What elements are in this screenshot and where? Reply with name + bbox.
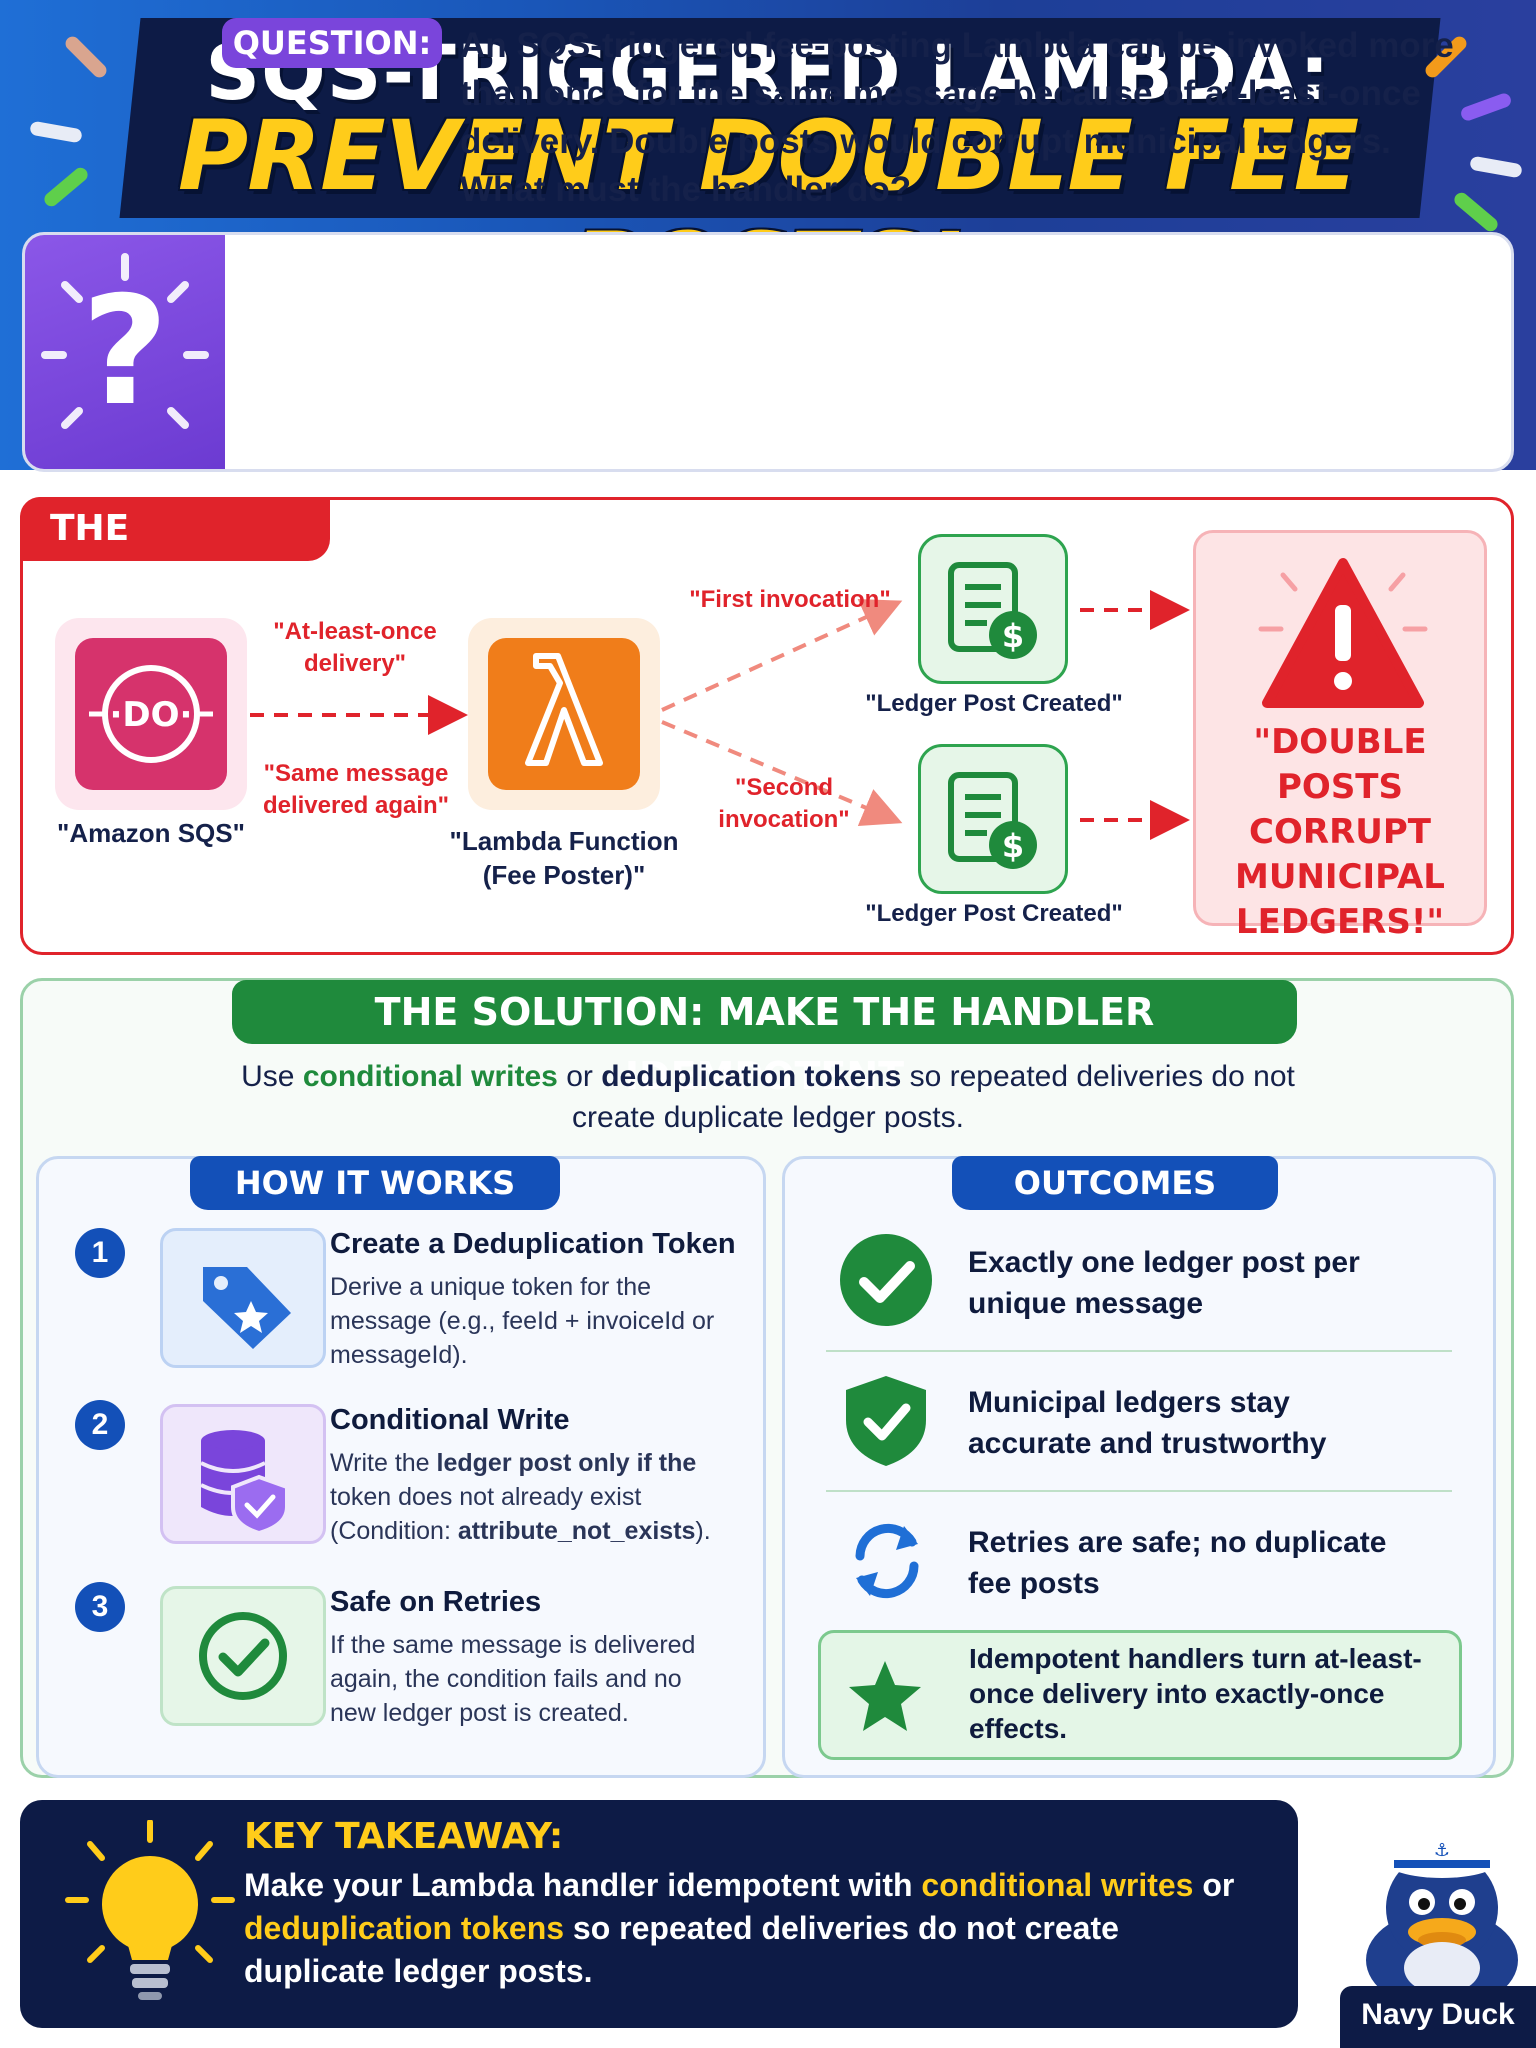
ledger-tile-1: $	[918, 534, 1068, 684]
question-rays-icon	[41, 253, 209, 429]
step-3-title: Safe on Retries	[330, 1586, 542, 1618]
solution-subtitle: Use conditional writes or deduplication …	[241, 1060, 1295, 1134]
svg-text:$: $	[1002, 617, 1024, 655]
idempotent-callout: Idempotent handlers turn at-least-once d…	[818, 1630, 1462, 1760]
question-icon-box: ?	[25, 235, 225, 469]
outcome-1-text: Exactly one ledger post per unique messa…	[968, 1246, 1360, 1320]
svg-text:⚓: ⚓	[1434, 1840, 1450, 1861]
callout-text: Idempotent handlers turn at-least-once d…	[969, 1643, 1422, 1744]
step-2-desc: Write the ledger post only if the token …	[330, 1449, 711, 1545]
sqs-icon: ·DO·	[89, 665, 213, 763]
how-it-works-panel	[36, 1156, 766, 1778]
database-shield-icon	[200, 1430, 289, 1536]
question-text: An SQS-triggered fee-posting Lambda can …	[460, 26, 1454, 209]
tag-star-icon	[203, 1267, 291, 1349]
takeaway-panel	[20, 1800, 1298, 2028]
ledger-post-label-2: "Ledger Post Created"	[865, 900, 1123, 927]
ledger-post-label-1: "Ledger Post Created"	[865, 690, 1123, 717]
step-number-1: 1	[75, 1228, 125, 1278]
arrow-top-label: "At-least-once delivery"	[273, 618, 437, 677]
problem-flow-arrows	[250, 590, 1190, 840]
highlight-conditional-writes: conditional writes	[302, 1060, 558, 1093]
double-post-warning-box	[1193, 530, 1487, 926]
step-1-title: Create a Deduplication Token	[330, 1228, 736, 1260]
arrow-bottom-label: "Same message delivered again"	[262, 760, 450, 819]
problem-tag: THE PROBLEM	[20, 497, 330, 613]
question-mark-icon: ?	[81, 265, 169, 439]
star-icon	[849, 1661, 921, 1731]
lightbulb-icon	[65, 1820, 235, 2000]
outcomes-title: OUTCOMES	[952, 1156, 1278, 1210]
check-circle-icon	[199, 1612, 287, 1700]
sqs-label: "Amazon SQS"	[57, 818, 245, 848]
sqs-icon-box: ·DO·	[75, 638, 227, 790]
outcome-2-text: Municipal ledgers stay accurate and trus…	[968, 1386, 1327, 1460]
divider	[826, 1350, 1452, 1352]
takeaway-text: Make your Lambda handler idempotent with…	[244, 1867, 1235, 1989]
lambda-label-line2: (Fee Poster)"	[482, 860, 646, 890]
lambda-icon-box	[488, 638, 640, 790]
takeaway-title: KEY TAKEAWAY:	[244, 1816, 564, 1857]
mascot-label: Navy Duck	[1340, 1986, 1536, 2048]
outcome-3-text: Retries are safe; no duplicate fee posts	[968, 1526, 1387, 1600]
double-post-warning-text: "DOUBLE POSTS CORRUPT MUNICIPAL LEDGERS!…	[1235, 722, 1445, 942]
step-1-desc: Derive a unique token for the message (e…	[330, 1273, 715, 1369]
check-circle-icon	[840, 1234, 932, 1326]
solution-banner: THE SOLUTION: MAKE THE HANDLER IDEMPOTEN…	[232, 980, 1297, 1098]
highlight-dedup-tokens: deduplication tokens	[601, 1060, 902, 1093]
divider	[826, 1490, 1452, 1492]
ledger-tile-2: $	[918, 744, 1068, 894]
step-1-icon-tile	[160, 1228, 326, 1368]
ledger-doc-icon: $	[948, 562, 1037, 659]
question-card: ?	[22, 232, 1514, 472]
step-number-3: 3	[75, 1582, 125, 1632]
step-number-2: 2	[75, 1400, 125, 1450]
step-2-icon-tile	[160, 1404, 326, 1544]
svg-text:·DO·: ·DO·	[110, 695, 193, 735]
shield-check-icon	[846, 1376, 926, 1466]
warning-icon	[1258, 558, 1428, 708]
question-label: QUESTION:	[222, 18, 442, 68]
lambda-label-line1: "Lambda Function	[449, 826, 679, 856]
second-invocation-label: "Second invocation"	[718, 774, 850, 833]
refresh-icon	[855, 1523, 919, 1599]
ledger-doc-icon: $	[948, 772, 1037, 869]
lambda-icon	[525, 653, 603, 766]
step-3-icon-tile	[160, 1586, 326, 1726]
step-2-title: Conditional Write	[330, 1404, 570, 1436]
step-3-desc: If the same message is delivered again, …	[330, 1631, 696, 1727]
navy-duck-mascot-icon: ⚓	[1366, 1838, 1518, 1996]
how-it-works-title: HOW IT WORKS	[190, 1156, 560, 1210]
svg-text:$: $	[1002, 827, 1024, 865]
first-invocation-label: "First invocation"	[689, 586, 891, 613]
